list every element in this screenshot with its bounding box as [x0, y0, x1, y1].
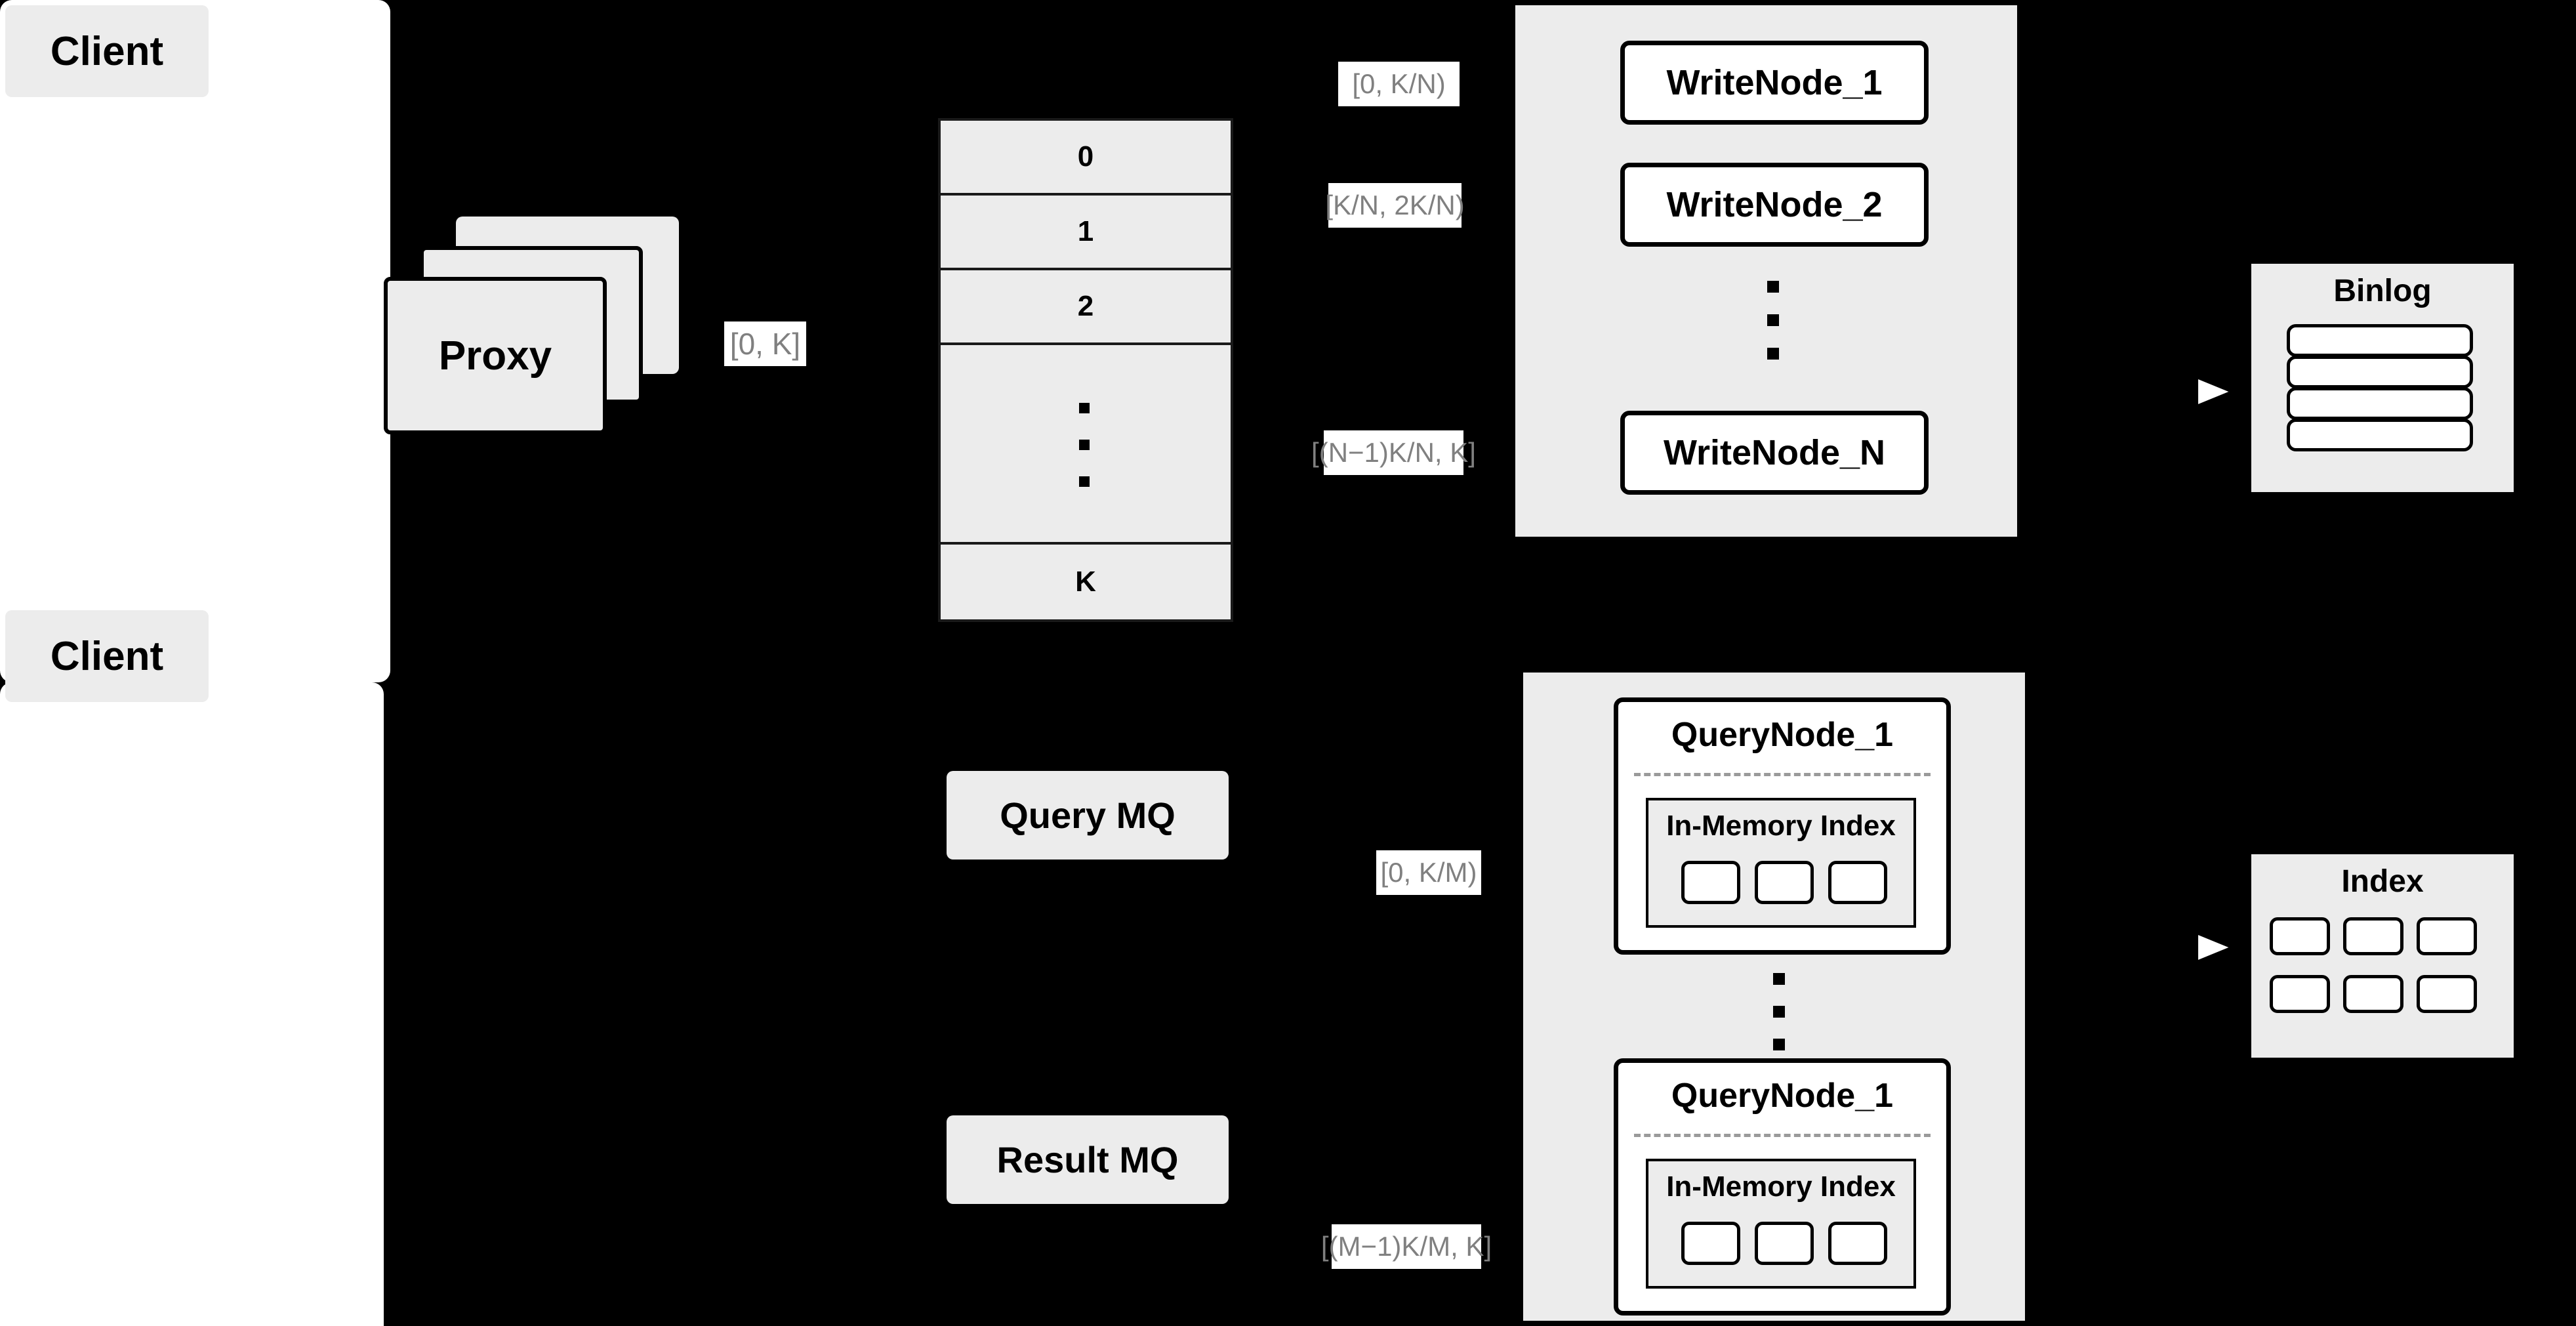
query-mq-node[interactable]: Query MQ [947, 771, 1229, 860]
query-mq-label: Query MQ [1000, 795, 1176, 836]
store-engine-arrows [2181, 392, 2234, 947]
client-node-1[interactable]: Client [5, 5, 209, 97]
wal-entry-list: 0 1 2 K [938, 118, 1233, 622]
wal-entry: 0 [941, 121, 1231, 196]
wal-entry: 2 [941, 270, 1231, 345]
in-memory-index-label: In-Memory Index [1666, 1171, 1896, 1203]
in-memory-index-label: In-Memory Index [1666, 810, 1896, 842]
binlog-box: Binlog [2249, 261, 2516, 495]
index-title: Index [2341, 864, 2424, 899]
wal-title-text: WAL [1040, 40, 1128, 85]
write-node-label: WriteNode_N [1663, 433, 1886, 472]
edge-label-query-0: [0, K/M) [1376, 850, 1481, 895]
client-label: Client [50, 28, 164, 74]
edge-label-proxy-to-wal: [0, K] [724, 321, 806, 366]
index-cell [2417, 917, 2477, 955]
write-node-label: WriteNode_2 [1666, 185, 1883, 224]
wal-entry-ellipsis [941, 345, 1231, 545]
store-engine-title: Store Engine [2188, 157, 2571, 203]
write-node-label: WriteNode_1 [1666, 63, 1883, 102]
store-engine-title-text: Store Engine [2262, 159, 2497, 202]
write-node-n[interactable]: WriteNode_N [1620, 411, 1929, 495]
result-mq-node[interactable]: Result MQ [947, 1115, 1229, 1204]
index-segment-chip [1755, 861, 1814, 904]
in-memory-index-box-1: In-Memory Index [1646, 798, 1916, 928]
write-cluster-ellipsis-icon [1767, 281, 1779, 360]
query-node-2[interactable]: QueryNode_1 In-Memory Index [1614, 1058, 1951, 1316]
query-node-1[interactable]: QueryNode_1 In-Memory Index [1614, 697, 1951, 955]
binlog-row [2287, 324, 2473, 357]
query-node-label: QueryNode_1 [1671, 716, 1894, 754]
query-node-divider [1634, 1134, 1931, 1137]
query-cluster-ellipsis-icon [1773, 973, 1785, 1050]
wal-entry: 1 [941, 196, 1231, 270]
index-cell [2343, 917, 2403, 955]
edge-label-write-0: [0, K/N) [1338, 62, 1460, 106]
binlog-row [2287, 356, 2473, 388]
binlog-title: Binlog [2333, 274, 2432, 308]
vertical-ellipsis-icon [1079, 403, 1090, 487]
wal-panel [0, 0, 390, 682]
client-node-2[interactable]: Client [5, 610, 209, 702]
client-label: Client [50, 633, 164, 679]
in-memory-index-box-2: In-Memory Index [1646, 1159, 1916, 1289]
index-segment-chip [1828, 861, 1887, 904]
proxy-label: Proxy [438, 333, 552, 379]
index-segment-chip [1755, 1222, 1814, 1265]
index-cell [2270, 917, 2330, 955]
wal-title: WAL [889, 39, 1279, 85]
binlog-row [2287, 419, 2473, 451]
write-node-1[interactable]: WriteNode_1 [1620, 41, 1929, 125]
edge-label-query-m: [(M−1)K/M, K] [1321, 1224, 1492, 1269]
result-mq-label: Result MQ [996, 1139, 1179, 1180]
index-cell [2270, 975, 2330, 1013]
edge-label-write-1: [K/N, 2K/N) [1325, 183, 1465, 228]
proxy-stack[interactable]: Proxy [384, 217, 685, 434]
store-engine-panel [0, 682, 384, 1326]
index-box: Index [2249, 852, 2516, 1060]
query-node-divider [1634, 773, 1931, 776]
edge-label-write-n: [(N−1)K/N, K] [1311, 430, 1476, 475]
index-segment-chip [1681, 861, 1740, 904]
query-node-label: QueryNode_1 [1671, 1077, 1894, 1115]
index-cell [2417, 975, 2477, 1013]
wal-entry: K [941, 545, 1231, 619]
index-segment-chip [1828, 1222, 1887, 1265]
index-cell [2343, 975, 2403, 1013]
binlog-row [2287, 387, 2473, 420]
write-node-2[interactable]: WriteNode_2 [1620, 163, 1929, 247]
index-segment-chip [1681, 1222, 1740, 1265]
proxy-replica-1[interactable]: Proxy [384, 277, 607, 434]
